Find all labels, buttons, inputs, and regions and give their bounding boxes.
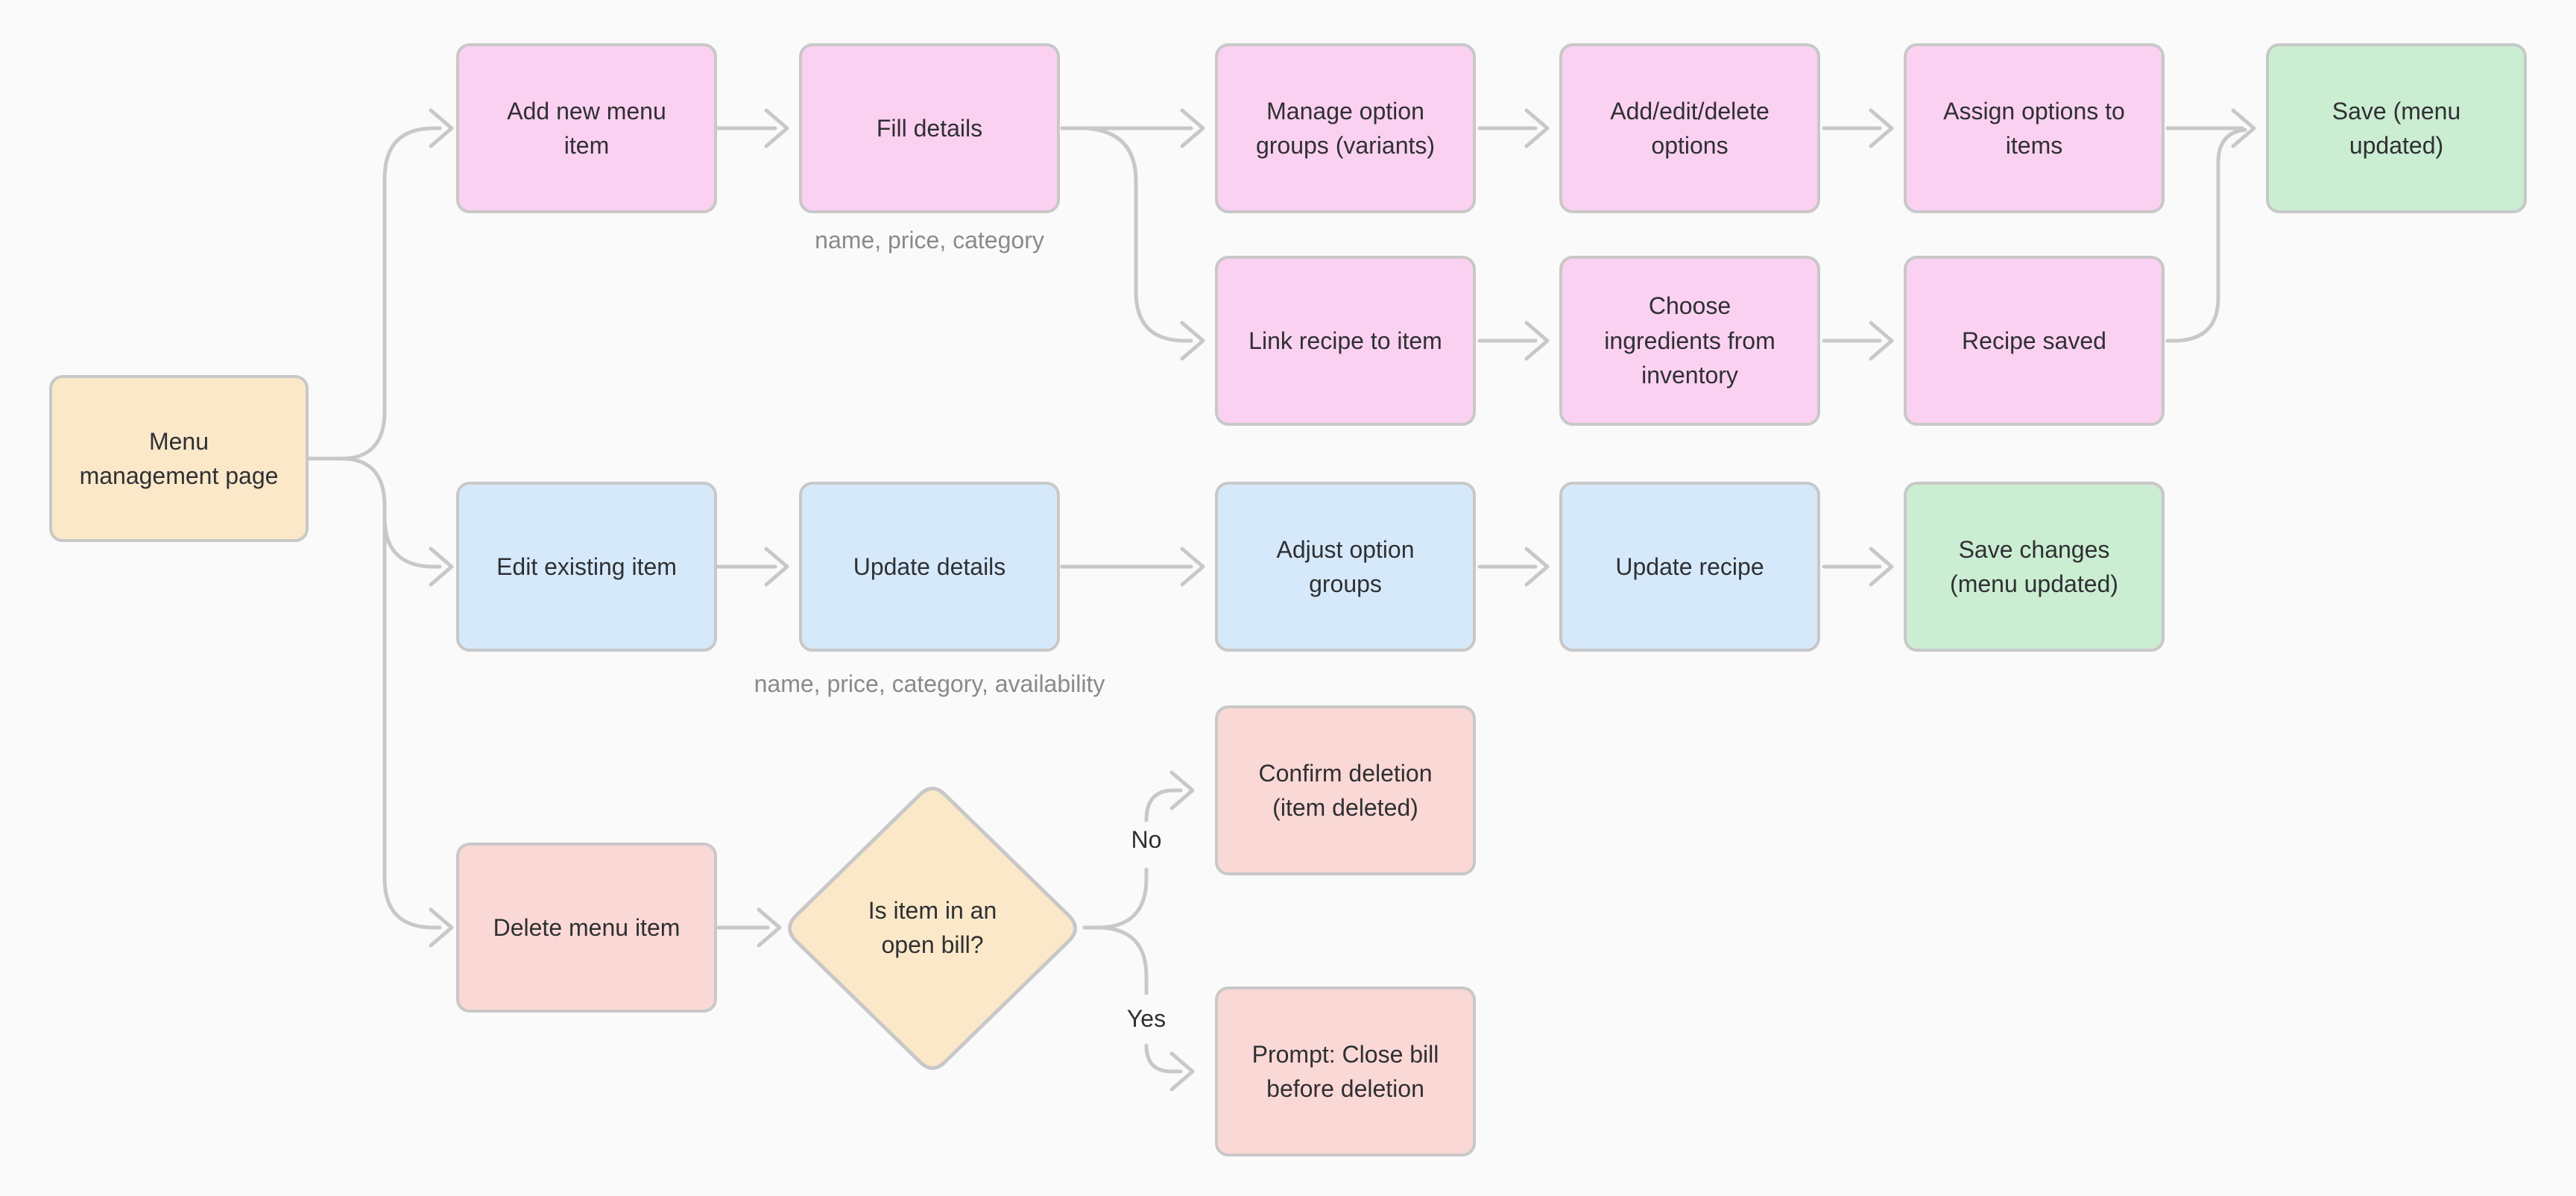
node-assign-options-to-items[interactable]: Assign options to items	[1904, 43, 2165, 213]
node-delete-menu-item[interactable]: Delete menu item	[456, 843, 717, 1013]
node-save-menu-updated[interactable]: Save (menu updated)	[2266, 43, 2527, 213]
node-confirm-deletion[interactable]: Confirm deletion (item deleted)	[1215, 705, 1476, 875]
node-fill-details[interactable]: Fill details	[799, 43, 1060, 213]
decision-diamond[interactable]	[788, 787, 1077, 1070]
node-add-new-menu-item[interactable]: Add new menu item	[456, 43, 717, 213]
arrowheads	[429, 108, 2256, 1092]
decision-diamond-label: Is item in an open bill?	[868, 897, 997, 959]
node-manage-option-groups[interactable]: Manage option groups (variants)	[1215, 43, 1476, 213]
edge-label-yes: Yes	[1126, 1005, 1167, 1032]
note-update-details-fields: name, price, category, availability	[754, 670, 1105, 697]
edge-label-no: No	[1131, 826, 1162, 853]
flow-connectors	[306, 126, 2247, 1074]
node-edit-existing-item[interactable]: Edit existing item	[456, 482, 717, 652]
node-prompt-close-bill[interactable]: Prompt: Close bill before deletion	[1215, 986, 1476, 1156]
node-menu-management-page[interactable]: Menu management page	[49, 375, 309, 542]
node-add-edit-delete-options[interactable]: Add/edit/delete options	[1559, 43, 1820, 213]
node-update-recipe[interactable]: Update recipe	[1559, 482, 1820, 652]
note-fill-details-fields: name, price, category	[815, 227, 1044, 254]
node-update-details[interactable]: Update details	[799, 482, 1060, 652]
node-recipe-saved[interactable]: Recipe saved	[1904, 256, 2165, 426]
node-save-changes[interactable]: Save changes (menu updated)	[1904, 482, 2165, 652]
node-choose-ingredients[interactable]: Choose ingredients from inventory	[1559, 256, 1820, 426]
node-adjust-option-groups[interactable]: Adjust option groups	[1215, 482, 1476, 652]
node-link-recipe-to-item[interactable]: Link recipe to item	[1215, 256, 1476, 426]
